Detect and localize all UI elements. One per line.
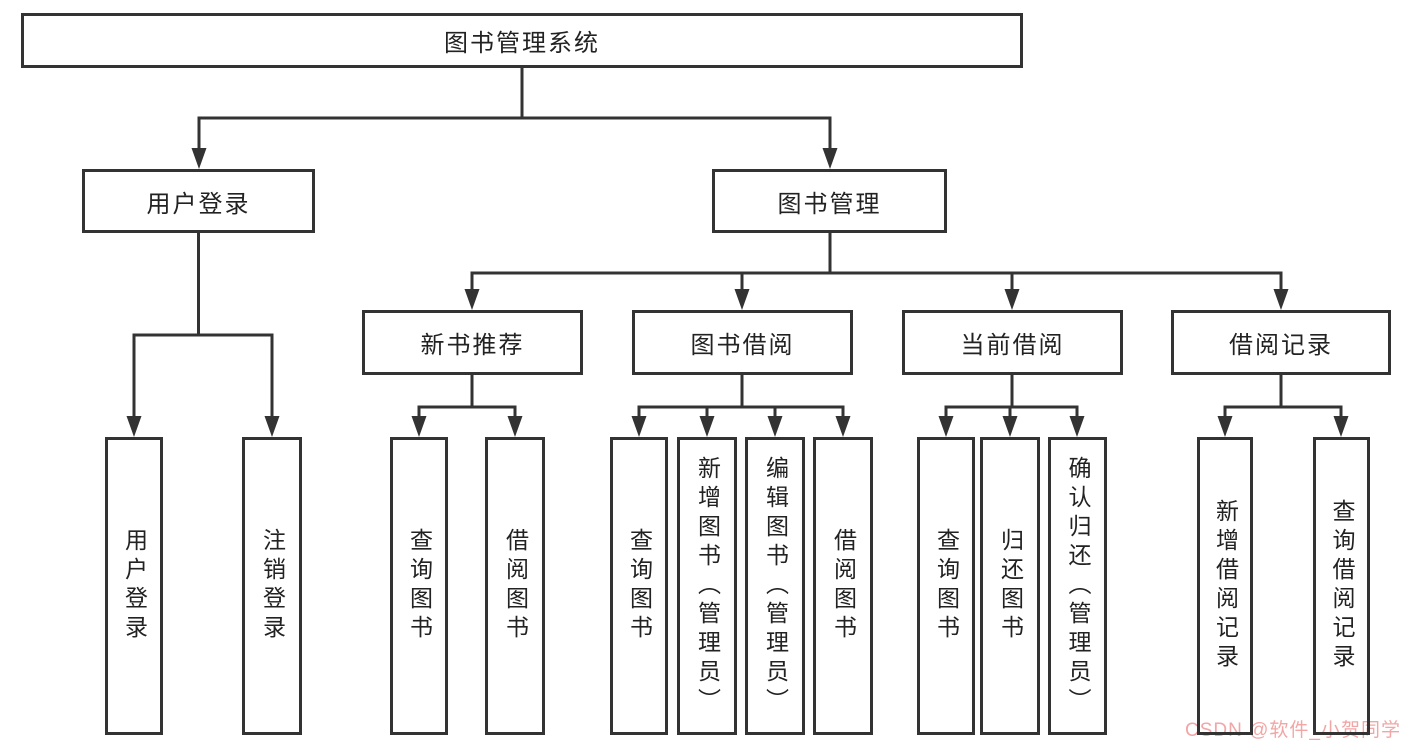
leaf-return-books: 归还图书 <box>980 437 1040 735</box>
node-label: 借阅记录 <box>1229 332 1333 359</box>
node-label: 用户登录 <box>146 190 251 218</box>
leaf-borrow-books-borrowing: 借阅图书 <box>813 437 873 735</box>
leaf-add-borrowing-record: 新增借阅记录 <box>1197 437 1253 735</box>
leaf-logout: 注销登录 <box>242 437 302 735</box>
node-library-management-system: 图书管理系统 <box>21 13 1023 68</box>
node-label: 查询图书 <box>933 528 960 644</box>
node-label: 借阅图书 <box>830 528 857 644</box>
node-borrowing-records: 借阅记录 <box>1171 310 1391 375</box>
node-label: 借阅图书 <box>502 528 529 644</box>
leaf-user-login: 用户登录 <box>105 437 163 735</box>
node-book-borrowing: 图书借阅 <box>632 310 853 375</box>
leaf-edit-books-admin: 编辑图书（管理员） <box>745 437 805 735</box>
node-label: 查询图书 <box>626 528 653 644</box>
node-label: 新增借阅记录 <box>1212 499 1239 673</box>
leaf-query-books-recommendation: 查询图书 <box>390 437 448 735</box>
leaf-query-books-borrowing: 查询图书 <box>610 437 668 735</box>
node-label: 查询借阅记录 <box>1329 499 1355 673</box>
node-user-login: 用户登录 <box>82 169 315 233</box>
node-label: 图书管理系统 <box>444 30 600 57</box>
leaf-confirm-return-admin: 确认归还（管理员） <box>1048 437 1107 735</box>
leaf-borrow-books-recommendation: 借阅图书 <box>485 437 545 735</box>
leaf-query-books-current: 查询图书 <box>917 437 975 735</box>
node-label: 新增图书（管理员） <box>694 455 721 717</box>
node-label: 当前借阅 <box>960 332 1065 359</box>
watermark: CSDN @软件_小贺同学 <box>1185 720 1401 741</box>
node-book-management: 图书管理 <box>712 169 947 233</box>
node-label: 用户登录 <box>121 528 148 644</box>
node-label: 图书管理 <box>777 190 882 218</box>
node-label: 确认归还（管理员） <box>1065 455 1091 717</box>
node-label: 编辑图书（管理员） <box>762 455 789 717</box>
node-label: 新书推荐 <box>420 332 525 359</box>
node-current-borrowing: 当前借阅 <box>902 310 1123 375</box>
node-label: 查询图书 <box>406 528 433 644</box>
leaf-add-books-admin: 新增图书（管理员） <box>677 437 737 735</box>
node-label: 归还图书 <box>997 528 1024 644</box>
node-label: 注销登录 <box>259 528 286 644</box>
leaf-query-borrowing-record: 查询借阅记录 <box>1313 437 1370 735</box>
node-new-book-recommendation: 新书推荐 <box>362 310 583 375</box>
node-label: 图书借阅 <box>690 332 795 359</box>
